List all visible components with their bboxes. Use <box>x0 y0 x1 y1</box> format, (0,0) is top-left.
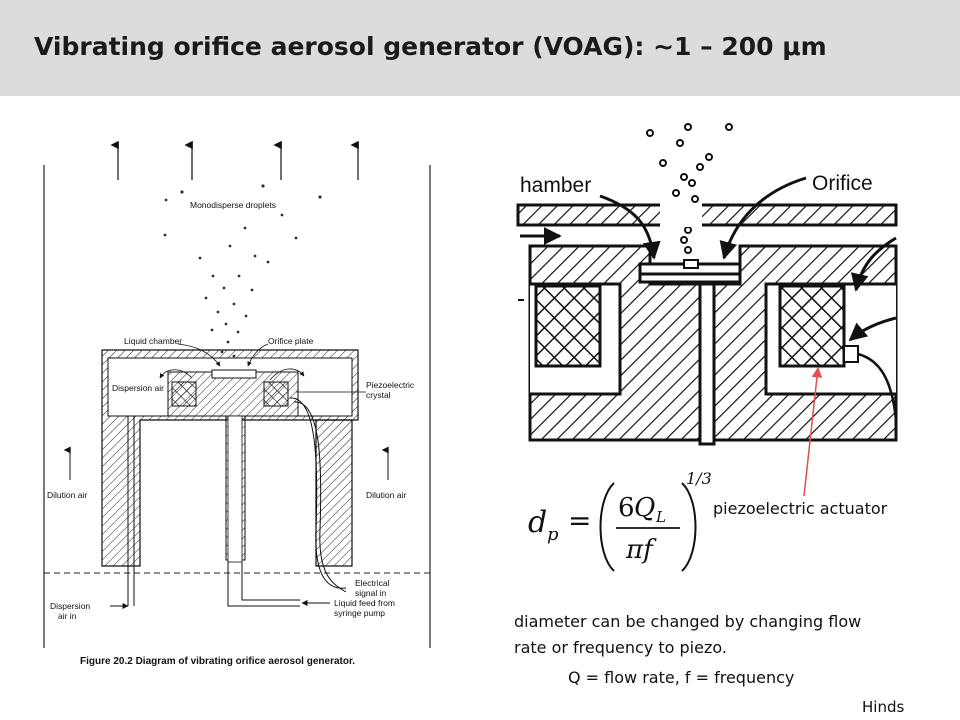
liquid-feed-label-2: syringe pump <box>334 608 385 618</box>
droplets-label: Monodisperse droplets <box>190 200 276 210</box>
top-plate <box>516 203 898 227</box>
actuator-cable <box>857 352 898 421</box>
note-line-2: rate or frequency to piezo. <box>514 638 727 657</box>
connector <box>843 345 859 363</box>
dispersion-air-in-label-2: air in <box>58 611 77 621</box>
voag-schematic: Monodisperse droplets L <box>43 140 431 667</box>
dilution-air-right-label: Dilution air <box>366 490 406 500</box>
dispersion-air-in-label-1: Dispersion <box>50 601 90 611</box>
droplets-right <box>646 123 733 254</box>
orifice-label: Orifice <box>812 172 873 195</box>
note-line-3: Q = flow rate, f = frequency <box>568 668 795 687</box>
liquid-feed-tube <box>227 415 243 563</box>
liquid-feed-label-1: Liquid feed from <box>334 598 395 608</box>
signal-cable <box>289 397 347 589</box>
droplets-left <box>163 184 322 366</box>
numerator-sub: L <box>655 508 666 526</box>
dispersion-air-label: Dispersion air <box>112 383 164 393</box>
piezo-actuator-label: piezoelectric actuator <box>713 499 888 518</box>
piezo-pointer-arrow <box>803 366 823 497</box>
feed-tube <box>698 282 716 446</box>
piezoelectric-label-1: Piezoelectric <box>366 380 415 390</box>
piezo-crystal-left <box>171 381 197 407</box>
left-paren <box>599 482 615 572</box>
equation-lhs-var: d <box>528 505 547 540</box>
piezo-crystal-right <box>263 381 289 407</box>
orifice-plate <box>211 369 257 379</box>
orifice-closeup: hamber Orifice <box>516 123 898 497</box>
equation-equals: = <box>568 504 591 537</box>
housing-right-wall <box>315 419 353 567</box>
dilution-air-left-label: Dilution air <box>47 490 87 500</box>
piezo-actuator-coil <box>778 284 846 368</box>
exponent: 1/3 <box>686 469 712 488</box>
piezoelectric-label-2: crystal <box>366 390 391 400</box>
equation-lhs-sub: p <box>547 524 559 545</box>
slide-title: Vibrating orifice aerosol generator (VOA… <box>34 32 827 61</box>
orifice-plate-label: Orifice plate <box>268 336 314 346</box>
numerator-var: Q <box>634 493 655 523</box>
diameter-equation: d p = 6 Q L πf 1/3 <box>528 469 712 572</box>
title-bar: Vibrating orifice aerosol generator (VOA… <box>0 0 960 96</box>
liquid-chamber-label: Liquid chamber <box>124 336 182 346</box>
electrical-signal-label-2: signal in <box>355 588 386 598</box>
chamber-label: hamber <box>520 174 591 197</box>
note-line-1: diameter can be changed by changing flow <box>514 612 862 631</box>
figure-caption: Figure 20.2 Diagram of vibrating orifice… <box>80 656 355 667</box>
piezo-coil-left <box>534 284 602 368</box>
source-credit: Hinds <box>862 698 905 716</box>
electrical-signal-label-1: Electrical <box>355 578 390 588</box>
denominator: πf <box>625 535 657 565</box>
numerator-coef: 6 <box>618 493 635 523</box>
right-paren <box>681 482 697 572</box>
